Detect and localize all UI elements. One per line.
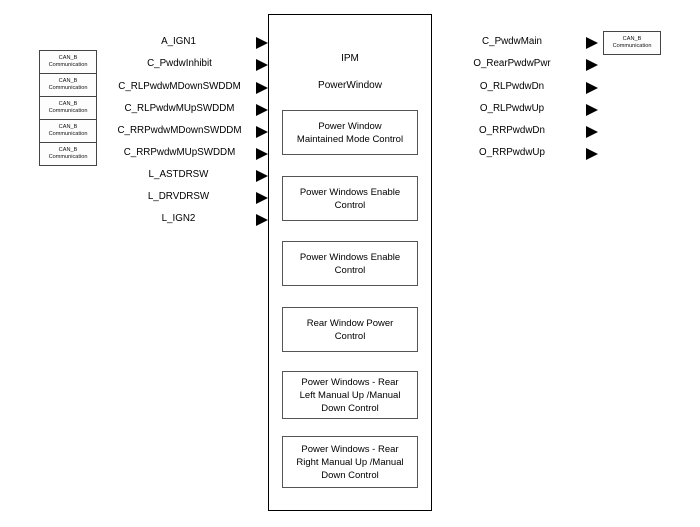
ipm-subblock-label: Power Windows - Rear Left Manual Up /Man… bbox=[299, 376, 401, 414]
ipm-subblock-6[interactable]: Power Windows - Rear Right Manual Up /Ma… bbox=[282, 436, 418, 488]
ipm-subblock-label: Rear Window Power Control bbox=[306, 317, 394, 342]
ipm-subblock-2[interactable]: Power Windows Enable Control bbox=[282, 176, 418, 221]
ipm-subblock-3[interactable]: Power Windows Enable Control bbox=[282, 241, 418, 286]
input-arrow-icon bbox=[256, 170, 268, 182]
output-arrow-icon bbox=[586, 59, 598, 71]
input-arrow-icon bbox=[256, 192, 268, 204]
input-row-8: L_DRVDRSW bbox=[0, 191, 700, 206]
ipm-subblock-label: Power Windows - Rear Right Manual Up /Ma… bbox=[296, 443, 404, 481]
input-label: A_IGN1 bbox=[95, 36, 262, 47]
input-arrow-icon bbox=[256, 214, 268, 226]
output-row-6: O_RRPwdwUp bbox=[0, 147, 700, 162]
input-arrow-icon bbox=[256, 104, 268, 116]
output-label: O_RRPwdwDn bbox=[432, 125, 592, 136]
can-b-right-label: CAN_B Communication bbox=[612, 36, 652, 49]
can-b-right-box[interactable]: CAN_B Communication bbox=[603, 31, 661, 55]
input-row-1: A_IGN1 bbox=[0, 36, 700, 51]
input-label: L_IGN2 bbox=[95, 213, 262, 224]
output-row-2: O_RearPwdwPwr bbox=[0, 58, 700, 73]
input-arrow-icon bbox=[256, 126, 268, 138]
ipm-subblock-label: Power Windows Enable Control bbox=[299, 186, 401, 211]
input-row-6: C_RRPwdwMUpSWDDM bbox=[0, 147, 700, 162]
input-row-7: L_ASTDRSW bbox=[0, 169, 700, 184]
can-b-label: CAN_B Communication bbox=[48, 78, 88, 91]
output-row-5: O_RRPwdwDn bbox=[0, 125, 700, 140]
input-label: L_DRVDRSW bbox=[95, 191, 262, 202]
can-b-label: CAN_B Communication bbox=[48, 101, 88, 114]
output-row-4: O_RLPwdwUp bbox=[0, 103, 700, 118]
input-label: C_RRPwdwMDownSWDDM bbox=[97, 125, 262, 136]
input-label: C_RLPwdwMDownSWDDM bbox=[97, 81, 262, 92]
ipm-subblock-label: Power Windows Enable Control bbox=[299, 251, 401, 276]
output-row-3: O_RLPwdwDn bbox=[0, 81, 700, 96]
ipm-subblock-5[interactable]: Power Windows - Rear Left Manual Up /Man… bbox=[282, 371, 418, 419]
can-b-label: CAN_B Communication bbox=[48, 55, 88, 68]
output-label: O_RLPwdwDn bbox=[432, 81, 592, 92]
can-b-label: CAN_B Communication bbox=[48, 124, 88, 137]
can-b-box-5[interactable]: CAN_B Communication bbox=[39, 142, 97, 166]
output-arrow-icon bbox=[586, 104, 598, 116]
input-label: C_PwdwInhibit bbox=[97, 58, 262, 69]
can-b-label: CAN_B Communication bbox=[48, 147, 88, 160]
input-label: C_RRPwdwMUpSWDDM bbox=[97, 147, 262, 158]
output-label: O_RearPwdwPwr bbox=[432, 58, 592, 69]
ipm-subblock-label: Power Window Maintained Mode Control bbox=[296, 120, 404, 145]
input-row-2: C_PwdwInhibit bbox=[0, 58, 700, 73]
output-arrow-icon bbox=[586, 148, 598, 160]
can-b-box-1[interactable]: CAN_B Communication bbox=[39, 50, 97, 74]
output-row-1: C_PwdwMain bbox=[0, 36, 700, 51]
input-label: L_ASTDRSW bbox=[95, 169, 262, 180]
input-arrow-icon bbox=[256, 37, 268, 49]
output-label: C_PwdwMain bbox=[432, 36, 592, 47]
output-label: O_RLPwdwUp bbox=[432, 103, 592, 114]
input-row-3: C_RLPwdwMDownSWDDM bbox=[0, 81, 700, 96]
input-row-4: C_RLPwdwMUpSWDDM bbox=[0, 103, 700, 118]
output-arrow-icon bbox=[586, 37, 598, 49]
input-arrow-icon bbox=[256, 59, 268, 71]
can-b-box-4[interactable]: CAN_B Communication bbox=[39, 119, 97, 143]
output-arrow-icon bbox=[586, 126, 598, 138]
ipm-subblock-4[interactable]: Rear Window Power Control bbox=[282, 307, 418, 352]
ipm-subtitle: PowerWindow bbox=[318, 80, 382, 91]
input-row-9: L_IGN2 bbox=[0, 213, 700, 228]
input-arrow-icon bbox=[256, 148, 268, 160]
input-row-5: C_RRPwdwMDownSWDDM bbox=[0, 125, 700, 140]
output-arrow-icon bbox=[586, 82, 598, 94]
output-label: O_RRPwdwUp bbox=[432, 147, 592, 158]
input-arrow-icon bbox=[256, 82, 268, 94]
input-label: C_RLPwdwMUpSWDDM bbox=[97, 103, 262, 114]
ipm-subblock-1[interactable]: Power Window Maintained Mode Control bbox=[282, 110, 418, 155]
ipm-title: IPM bbox=[341, 53, 359, 64]
